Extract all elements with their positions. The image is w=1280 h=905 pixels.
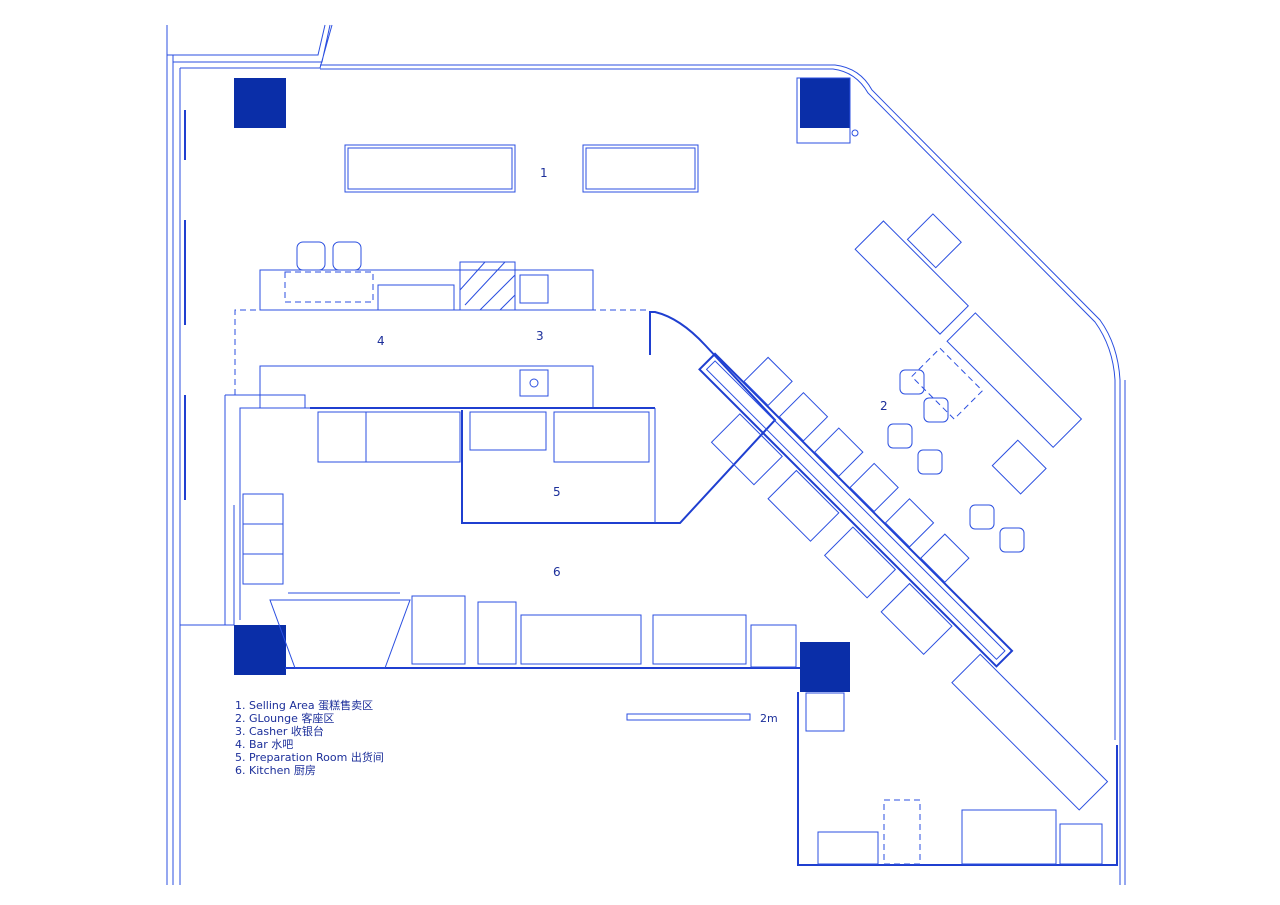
column <box>234 78 286 128</box>
display-tables <box>344 144 699 193</box>
column <box>234 625 286 675</box>
back-room <box>797 692 1118 866</box>
lounge-chairs <box>887 369 1025 553</box>
column <box>800 78 850 128</box>
scale-label: 2m <box>760 712 778 725</box>
legend-item: 3. Casher 收银台 <box>235 725 324 738</box>
area-label-4: 4 <box>377 334 385 348</box>
bar-area <box>234 309 650 409</box>
area-label-6: 6 <box>553 565 561 579</box>
legend-item: 2. GLounge 客座区 <box>235 712 335 725</box>
area-label-2: 2 <box>880 399 888 413</box>
scale-bar <box>626 713 751 721</box>
legend-item: 4. Bar 水吧 <box>235 738 294 751</box>
outer-walls <box>166 24 1126 885</box>
area-label-3: 3 <box>536 329 544 343</box>
column <box>800 642 850 692</box>
legend-item: 1. Selling Area 蛋糕售卖区 <box>235 699 374 712</box>
interior-walls <box>224 311 800 669</box>
legend-item: 5. Preparation Room 出货间 <box>235 751 384 764</box>
lounge-seating <box>698 352 1109 811</box>
area-label-1: 1 <box>540 166 548 180</box>
lounge-tables <box>854 213 1083 495</box>
legend-item: 6. Kitchen 厨房 <box>235 764 316 777</box>
area-label-5: 5 <box>553 485 561 499</box>
legend: 1. Selling Area 蛋糕售卖区 2. GLounge 客座区 3. … <box>235 699 384 777</box>
casher-counter <box>259 241 594 311</box>
